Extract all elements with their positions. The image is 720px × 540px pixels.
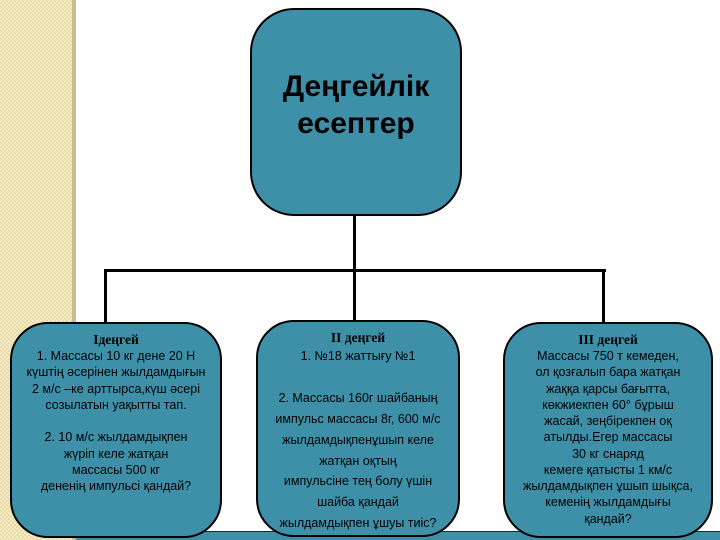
connector-branch-horizontal <box>104 269 606 272</box>
connector-title-to-branch <box>353 216 356 272</box>
title-node-text: Деңгейлік есептер <box>282 69 430 141</box>
level1-heading: Ідеңгей <box>93 332 139 347</box>
level1-body: 1. Массасы 10 кг дене 20 Н күштің әсерін… <box>26 349 206 494</box>
connector-drop-level3 <box>602 271 605 323</box>
connector-drop-level1 <box>104 271 107 323</box>
level1-node: Ідеңгей 1. Массасы 10 кг дене 20 Н күшті… <box>10 322 222 538</box>
level2-body: 1. №18 жаттығу №1 2. Массасы 160г шайбан… <box>275 349 441 531</box>
level3-heading: III деңгей <box>578 332 638 347</box>
level2-heading: II деңгей <box>330 330 386 345</box>
connector-drop-level2 <box>353 271 356 323</box>
level3-body: Массасы 750 т кемеден, ол қозғалып бара … <box>523 349 693 526</box>
level2-node: II деңгей 1. №18 жаттығу №1 2. Массасы 1… <box>256 320 460 537</box>
title-node: Деңгейлік есептер <box>250 8 462 216</box>
level3-node: III деңгей Массасы 750 т кемеден, ол қоз… <box>503 322 713 538</box>
